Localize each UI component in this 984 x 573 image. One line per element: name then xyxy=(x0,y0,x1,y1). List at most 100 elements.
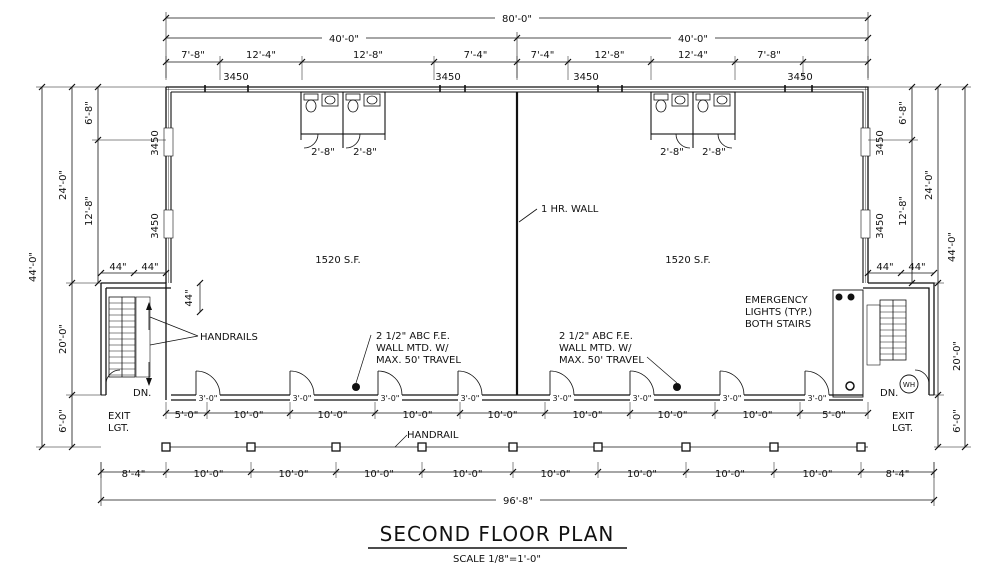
dim-half-left: 40'-0" xyxy=(329,34,359,45)
area-label-right: 1520 S.F. xyxy=(665,255,710,266)
toilet-icon xyxy=(303,93,361,113)
dim-corridor-segment: 10'-0" xyxy=(487,410,517,421)
dim-bottom-segment: 10'-0" xyxy=(278,469,308,480)
handrail-posts: HANDRAIL xyxy=(161,430,868,452)
dim-top-segment: 7'-4" xyxy=(531,50,555,61)
handrail-label: HANDRAIL xyxy=(407,430,459,441)
restrooms-right: 2'-8" 2'-8" xyxy=(650,91,736,158)
emergency-note-line: BOTH STAIRS xyxy=(745,319,811,330)
toilet-door-width: 2'-8" xyxy=(702,147,726,158)
emergency-lights-note: EMERGENCY LIGHTS (TYP.) BOTH STAIRS xyxy=(745,295,812,330)
sink-icon xyxy=(671,93,731,107)
dim-corridor-segment: 5'-0" xyxy=(175,410,199,421)
window-tag: 3450 xyxy=(787,72,812,83)
exit-light-label: EXIT xyxy=(892,411,915,422)
fire-extinguisher-right: 2 1/2" ABC F.E. WALL MTD. W/ MAX. 50' TR… xyxy=(559,331,681,391)
door-width-label: 3'-0" xyxy=(461,394,480,403)
drawing-scale: SCALE 1/8"=1'-0" xyxy=(453,554,541,565)
fe-note-line: 2 1/2" ABC F.E. xyxy=(559,331,633,342)
dim-left-bottom: 6'-0" xyxy=(58,409,69,433)
dim-top-segment: 12'-4" xyxy=(678,50,708,61)
sink-icon xyxy=(321,93,381,107)
door-width-label: 3'-0" xyxy=(808,394,827,403)
dim-bottom-segment: 10'-0" xyxy=(364,469,394,480)
dim-bottom-segment: 10'-0" xyxy=(540,469,570,480)
exit-light-label: LGT. xyxy=(108,423,129,434)
stair-width-dim: 44" xyxy=(141,262,158,273)
corridor-doors: 3'-0"3'-0"3'-0"3'-0"3'-0"3'-0"3'-0"3'-0" xyxy=(195,370,830,403)
dim-halves: 40'-0" 40'-0" xyxy=(162,30,872,78)
dim-top-segment: 12'-4" xyxy=(246,50,276,61)
side-window-tag: 3450 xyxy=(150,213,161,238)
dim-overall-top-label: 80'-0" xyxy=(502,14,532,25)
dim-top-segments: 7'-8" 12'-4" 12'-8" 7'-4" 7'-4" 12'-8" 12'-4" 7… xyxy=(162,50,872,80)
dim-right-vertical: 44'-0" 24'-0" 20'-0" 6'-0" 6'-8" 12'-8" xyxy=(868,83,971,451)
door-width-label: 3'-0" xyxy=(381,394,400,403)
dim-top-segment: 7'-4" xyxy=(464,50,488,61)
emergency-note-line: EMERGENCY xyxy=(745,295,809,306)
dim-overall-top: 80'-0" xyxy=(162,10,872,78)
window-tag: 3450 xyxy=(573,72,598,83)
fe-note-line: WALL MTD. W/ xyxy=(559,343,632,354)
fire-wall-label: 1 HR. WALL xyxy=(541,204,599,215)
exit-light-label: EXIT xyxy=(108,411,131,422)
dim-corridor-segment: 10'-0" xyxy=(402,410,432,421)
stair-width-dim: 44" xyxy=(109,262,126,273)
dim-top-segment: 7'-8" xyxy=(757,50,781,61)
dim-top-segment: 12'-8" xyxy=(594,50,624,61)
handrails-note: HANDRAILS xyxy=(149,316,258,346)
area-label-left: 1520 S.F. xyxy=(315,255,360,266)
dim-bottom-segment: 10'-0" xyxy=(452,469,482,480)
dim-right-a: 6'-8" xyxy=(898,101,909,125)
dim-left-lower: 20'-0" xyxy=(58,324,69,354)
stair-width-dim: 44" xyxy=(908,262,925,273)
dim-bottom-segment: 8'-4" xyxy=(886,469,910,480)
water-heater-label: WH xyxy=(903,381,915,389)
dim-overall-bottom: 96'-8" xyxy=(97,462,938,507)
dim-corridor-segment: 10'-0" xyxy=(572,410,602,421)
dim-left-outer: 44'-0" xyxy=(28,252,39,282)
dim-left-a: 6'-8" xyxy=(84,101,95,125)
fire-wall-note: 1 HR. WALL xyxy=(518,204,599,223)
door-width-label: 3'-0" xyxy=(553,394,572,403)
toilet-door-width: 2'-8" xyxy=(660,147,684,158)
dim-right-lower: 20'-0" xyxy=(952,341,963,371)
window-tag: 3450 xyxy=(435,72,460,83)
fe-note-line: MAX. 50' TRAVEL xyxy=(559,355,644,366)
dim-corridor-segment: 10'-0" xyxy=(233,410,263,421)
side-window-tag: 3450 xyxy=(875,130,886,155)
restrooms-left: 2'-8" 2'-8" xyxy=(300,91,386,158)
fire-extinguisher-left: 2 1/2" ABC F.E. WALL MTD. W/ MAX. 50' TR… xyxy=(352,331,461,391)
door-width-label: 3'-0" xyxy=(199,394,218,403)
dim-right-outer: 44'-0" xyxy=(947,232,958,262)
stair-width-dim: 44" xyxy=(876,262,893,273)
handrails-label: HANDRAILS xyxy=(200,332,258,343)
toilet-icon xyxy=(653,93,711,113)
building-walls xyxy=(100,86,935,401)
dim-right-b: 12'-8" xyxy=(898,196,909,226)
dim-corridor-segments: 5'-0" 10'-0" 10'-0" 10'-0" 10'-0" 10'-0" 10'-0… xyxy=(162,402,872,421)
dim-top-segment: 7'-8" xyxy=(181,50,205,61)
dim-overall-bottom-label: 96'-8" xyxy=(503,496,533,507)
emergency-note-line: LIGHTS (TYP.) xyxy=(745,307,812,318)
dim-left-b: 12'-8" xyxy=(84,196,95,226)
stair-dn-label: DN. xyxy=(133,388,151,399)
dim-corridor-segment: 10'-0" xyxy=(657,410,687,421)
dim-bottom-segment: 10'-0" xyxy=(627,469,657,480)
dim-corridor-segment: 5'-0" xyxy=(822,410,846,421)
side-window-tag: 3450 xyxy=(150,130,161,155)
window-tags: 3450 3450 3450 3450 xyxy=(204,72,813,92)
side-window-tag: 3450 xyxy=(875,213,886,238)
side-window-tags: 3450 3450 3450 3450 xyxy=(150,130,886,238)
dim-corridor-segment: 10'-0" xyxy=(317,410,347,421)
toilet-door-width: 2'-8" xyxy=(353,147,377,158)
exit-light-label: LGT. xyxy=(892,423,913,434)
window-tag: 3450 xyxy=(223,72,248,83)
title-block: SECOND FLOOR PLAN SCALE 1/8"=1'-0" xyxy=(368,522,627,565)
drawing-title: SECOND FLOOR PLAN xyxy=(380,522,615,546)
dim-top-segment: 12'-8" xyxy=(353,50,383,61)
dim-bottom-segments: 8'-4" 10'-0" 10'-0" 10'-0" 10'-0" 10'-0" 10'-0… xyxy=(97,462,938,480)
door-width-label: 3'-0" xyxy=(723,394,742,403)
dim-bottom-segment: 10'-0" xyxy=(193,469,223,480)
